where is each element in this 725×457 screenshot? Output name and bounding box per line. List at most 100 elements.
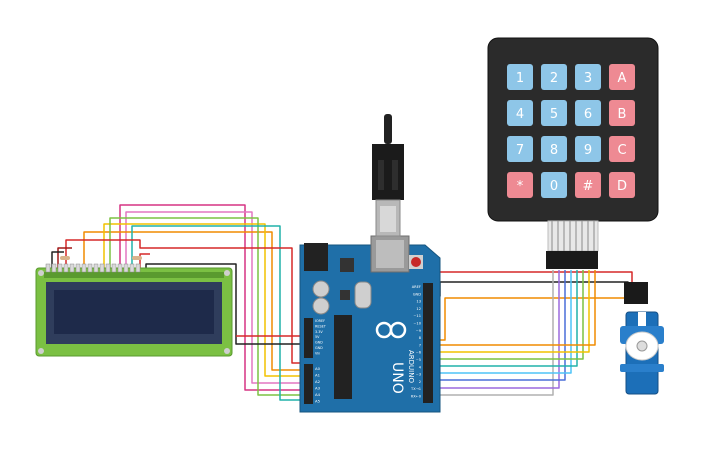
power-pin-label: GND	[315, 346, 323, 350]
micro-servo[interactable]	[620, 282, 664, 395]
digital-pin-label: 4	[419, 365, 422, 369]
wire-black-lcd[interactable]	[51, 251, 64, 268]
keypad-key-grid: 1 2 3 A 4 5 6 B 7 8 9 C * 0 # D	[507, 64, 635, 198]
power-header	[304, 318, 313, 358]
digital-pin-label: 7	[419, 343, 421, 347]
digital-pin-label: ~6	[416, 351, 422, 355]
wire-orange-servo[interactable]	[427, 292, 637, 341]
keypad-key-c[interactable]: C	[609, 136, 635, 162]
arduino-uno-board[interactable]: ARDUINO UNO AREFGND1312~11~10~987~6~54~3…	[299, 235, 441, 413]
keypad-key-b[interactable]: B	[609, 100, 635, 126]
wire-magenta[interactable]	[119, 204, 305, 391]
analog-pin-label: A0	[315, 366, 321, 371]
arduino-logo-icon	[375, 321, 407, 339]
wire-kp-2[interactable]	[430, 270, 560, 389]
digital-pin-label: 8	[419, 336, 422, 340]
keypad-key-label: 6	[584, 107, 592, 122]
keypad-key-hash[interactable]: #	[575, 172, 601, 198]
lcd-screen	[54, 290, 214, 334]
wire-kp-4[interactable]	[430, 270, 572, 374]
wire-red-pot[interactable]	[139, 253, 150, 268]
digital-pin-label: TX→1	[410, 387, 421, 391]
keypad-key-2[interactable]: 2	[541, 64, 567, 90]
digital-pin-label: ~9	[416, 329, 422, 333]
usb-cable[interactable]	[372, 114, 404, 237]
digital-pin-label: ~3	[416, 373, 421, 377]
analog-pin-label: A1	[315, 373, 321, 378]
keypad-key-5[interactable]: 5	[541, 100, 567, 126]
keypad-key-label: 3	[584, 71, 592, 86]
reset-button[interactable]	[411, 257, 421, 267]
keypad-key-label: 9	[584, 143, 592, 158]
digital-pin-label: 13	[416, 300, 421, 304]
digital-header	[423, 283, 433, 403]
power-pin-label: 3.3V	[315, 330, 323, 334]
power-pin-label: RESET	[315, 324, 327, 328]
wire-red-lcd[interactable]	[65, 239, 305, 364]
power-pin-label: 5V	[315, 335, 320, 339]
analog-pin-label: A3	[315, 386, 321, 391]
keypad-key-a[interactable]: A	[609, 64, 635, 90]
digital-pin-label: ~5	[416, 358, 421, 362]
power-pin-label: GND	[315, 341, 323, 345]
keypad-key-7[interactable]: 7	[507, 136, 533, 162]
wire-darkred-lcd[interactable]	[57, 247, 72, 268]
keypad-key-label: *	[517, 179, 524, 194]
wire-pink[interactable]	[125, 211, 305, 384]
wire-kp-6[interactable]	[430, 270, 584, 360]
wire-kp-7[interactable]	[430, 270, 590, 353]
keypad-key-label: 2	[550, 71, 558, 86]
wire-orange[interactable]	[83, 231, 305, 371]
keypad-key-label: 5	[550, 107, 558, 122]
keypad-key-9[interactable]: 9	[575, 136, 601, 162]
analog-pin-label: A5	[315, 399, 321, 404]
keypad-key-label: 0	[550, 179, 558, 194]
digital-pin-label: ~11	[413, 314, 421, 318]
wire-kp-1[interactable]	[430, 270, 554, 396]
wire-kp-5[interactable]	[430, 270, 578, 367]
keypad-key-label: 1	[516, 71, 524, 86]
arduino-brand-label: ARDUINO	[407, 350, 415, 383]
keypad-key-1[interactable]: 1	[507, 64, 533, 90]
wire-green[interactable]	[109, 217, 305, 396]
keypad-key-label: 7	[516, 143, 524, 158]
keypad-key-d[interactable]: D	[609, 172, 635, 198]
keypad-key-label: 4	[516, 107, 524, 122]
servo-connector	[624, 282, 648, 304]
lcd-display[interactable]	[35, 256, 233, 357]
wire-kp-3[interactable]	[430, 270, 566, 381]
keypad-key-4[interactable]: 4	[507, 100, 533, 126]
keypad-key-label: 8	[550, 143, 558, 158]
keypad-key-6[interactable]: 6	[575, 100, 601, 126]
power-pin-label: IOREF	[315, 319, 325, 323]
keypad-ribbon	[547, 220, 599, 252]
power-jack	[304, 243, 328, 271]
wire-kp-8[interactable]	[430, 270, 596, 346]
microcontroller-chip	[334, 315, 352, 399]
digital-pin-label: AREF	[412, 285, 421, 289]
digital-pin-label: ~10	[413, 322, 421, 326]
keypad-key-0[interactable]: 0	[541, 172, 567, 198]
digital-pin-label: RX←0	[411, 395, 422, 399]
resistor-icon[interactable]	[60, 256, 70, 260]
keypad-key-label: #	[583, 179, 594, 194]
wire-black-servo[interactable]	[425, 281, 629, 297]
digital-pin-label: 2	[419, 380, 421, 384]
analog-header	[304, 364, 313, 404]
keypad-connector	[546, 251, 598, 269]
wire-yellow[interactable]	[103, 223, 305, 377]
analog-pin-label: A2	[315, 379, 321, 384]
keypad-key-star[interactable]: *	[507, 172, 533, 198]
keypad-key-3[interactable]: 3	[575, 64, 601, 90]
digital-pin-label: 12	[416, 307, 421, 311]
keypad-4x4[interactable]: 1 2 3 A 4 5 6 B 7 8 9 C * 0 # D	[487, 37, 659, 269]
resistor-icon[interactable]	[132, 256, 142, 260]
keypad-key-label: A	[618, 71, 627, 86]
keypad-key-8[interactable]: 8	[541, 136, 567, 162]
keypad-key-label: C	[617, 143, 626, 158]
